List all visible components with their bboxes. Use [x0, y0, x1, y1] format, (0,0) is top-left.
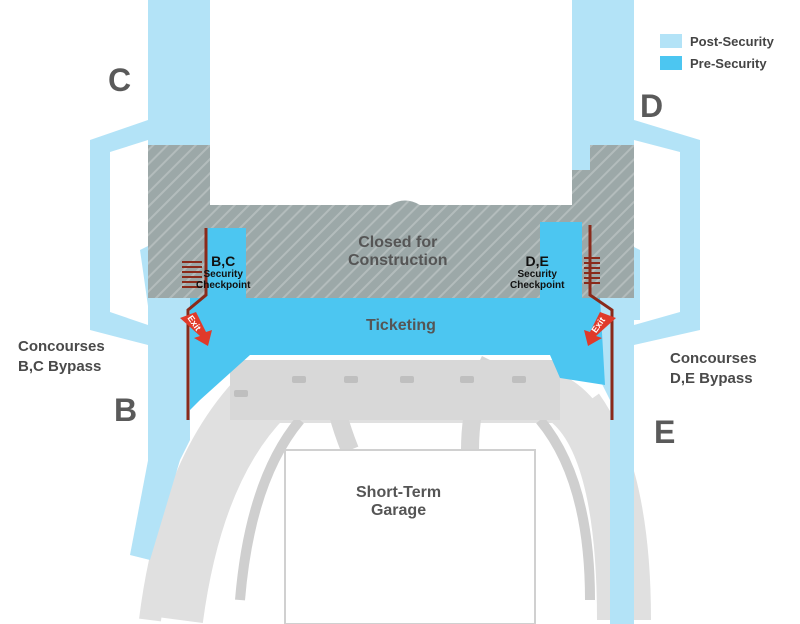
concourse-b-label: B	[114, 392, 138, 428]
concourse-d-label: D	[640, 88, 664, 124]
ticketing-hall[interactable]	[190, 298, 605, 410]
garage-label: Short-Term Garage	[356, 484, 442, 519]
curbside-car-icons	[234, 376, 526, 397]
exit-arrow-right	[584, 312, 616, 346]
de-checkpoint-area[interactable]	[540, 222, 582, 298]
security-lanes	[182, 257, 600, 288]
exit-arrow-left	[180, 312, 212, 346]
bc-checkpoint-label: B,C Security Checkpoint	[196, 253, 251, 292]
concourse-e-label: E	[654, 414, 676, 450]
concourse-c-label: C	[108, 62, 132, 98]
concourse-b-extension[interactable]	[130, 450, 180, 560]
closed-construction-area	[148, 145, 634, 298]
pre-security-swatch	[660, 56, 682, 70]
short-term-garage[interactable]	[284, 449, 536, 624]
ticketing-label: Ticketing	[366, 317, 436, 334]
concourse-c-corridor[interactable]	[148, 0, 210, 150]
legend-item-pre-security: Pre-Security	[660, 52, 774, 74]
de-bypass-loop[interactable]	[634, 120, 700, 345]
legend-label: Pre-Security	[690, 55, 767, 71]
bc-bypass-label: Concourses B,C Bypass	[18, 338, 105, 375]
security-walls	[186, 225, 614, 420]
map-legend: Post-Security Pre-Security	[660, 30, 774, 74]
bc-bypass-loop[interactable]	[90, 120, 148, 345]
closed-construction-label: Closed for Construction	[348, 234, 448, 269]
de-checkpoint-label: D,E Security Checkpoint	[510, 253, 565, 292]
de-bypass-label: Concourses D,E Bypass	[670, 350, 757, 387]
d-notch	[572, 145, 590, 170]
bc-checkpoint-area[interactable]	[206, 228, 246, 298]
curbside-roadway	[230, 360, 560, 420]
concourse-d-corridor[interactable]	[572, 0, 634, 150]
legend-item-post-security: Post-Security	[660, 30, 774, 52]
post-security-swatch	[660, 34, 682, 48]
legend-label: Post-Security	[690, 33, 774, 49]
